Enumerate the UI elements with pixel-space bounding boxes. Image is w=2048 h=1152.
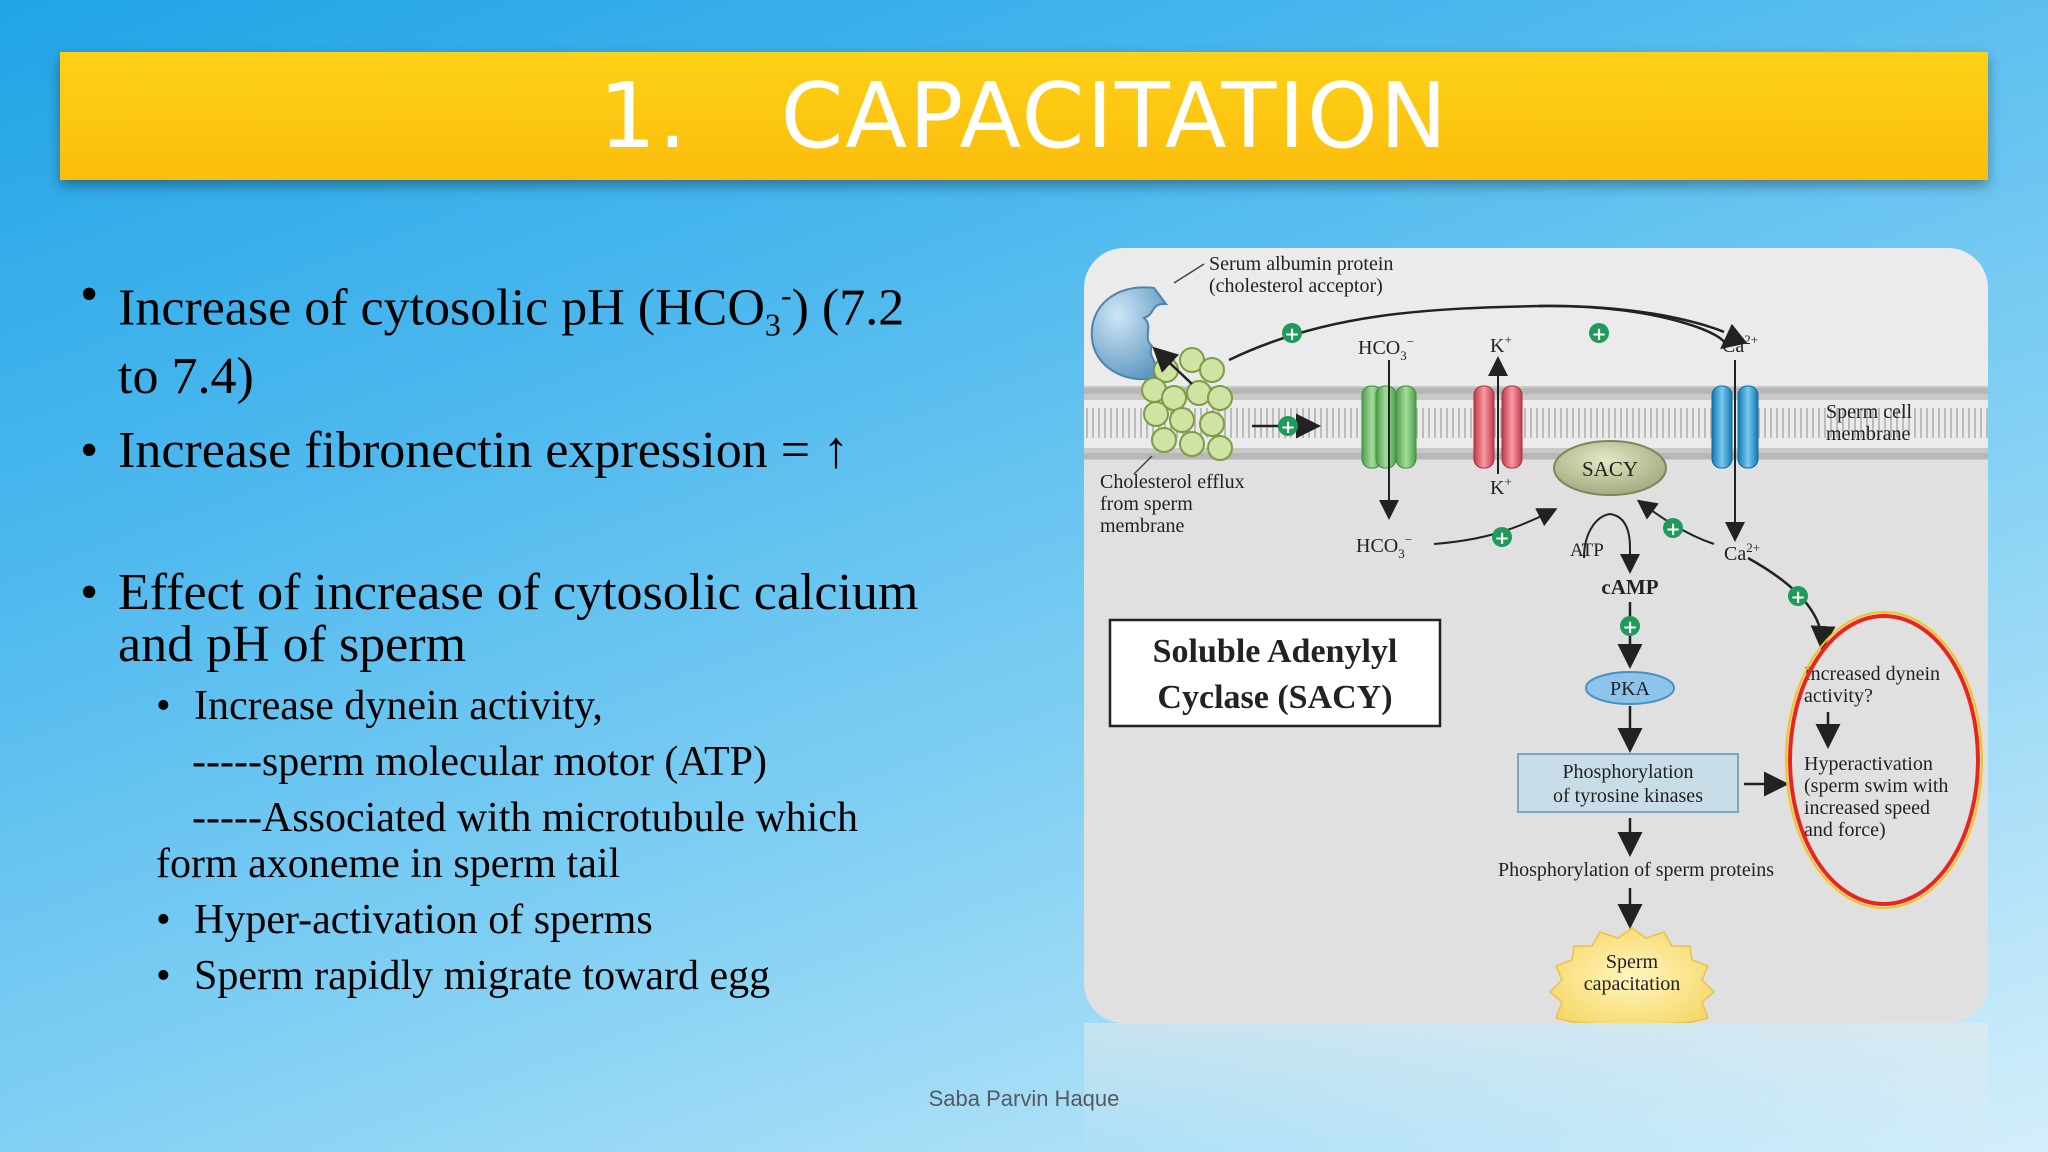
camp-label: cAMP bbox=[1601, 575, 1658, 599]
slide-title: 1. CAPACITATION bbox=[598, 63, 1450, 169]
phos-label-1: Phosphorylation bbox=[1562, 761, 1693, 783]
bullet-list: •Increase of cytosolic pH (HCO3-) (7.2 t… bbox=[80, 268, 1010, 1000]
subbullet-migrate: •Sperm rapidly migrate toward egg bbox=[156, 952, 771, 999]
hyper-label-2: (sperm swim with bbox=[1804, 775, 1948, 797]
svg-text:+: + bbox=[1284, 324, 1299, 345]
subline-axoneme: form axoneme in sperm tail bbox=[156, 840, 621, 887]
k-inner-label: K+ bbox=[1490, 474, 1512, 499]
efflux-label-3: membrane bbox=[1100, 515, 1185, 537]
serum-label-1: Serum albumin protein bbox=[1209, 253, 1393, 275]
highlight-ring bbox=[1788, 614, 1980, 906]
capacitation-diagram: Serum albumin protein (cholesterol accep… bbox=[1084, 248, 1988, 1023]
title-bar: 1. CAPACITATION bbox=[60, 52, 1988, 180]
author-footer: Saba Parvin Haque bbox=[928, 1086, 1120, 1111]
sacy-box-label-2: Cyclase (SACY) bbox=[1157, 679, 1392, 716]
plus-badge-top-left-icon: + bbox=[1282, 323, 1302, 345]
bullet-ph-cont: to 7.4) bbox=[118, 347, 254, 405]
bullet-calcium-cont: and pH of sperm bbox=[118, 615, 467, 673]
svg-text:+: + bbox=[1280, 417, 1295, 438]
capacitation-label-1: Sperm bbox=[1606, 951, 1659, 973]
ca-top-label: Ca2+ bbox=[1722, 332, 1758, 357]
efflux-label-2: from sperm bbox=[1100, 493, 1193, 515]
hyper-label-4: and force) bbox=[1804, 819, 1886, 841]
membrane-label-1: Sperm cell bbox=[1826, 401, 1913, 423]
pka-icon bbox=[1585, 671, 1675, 705]
subbullet-dynein: •Increase dynein activity, bbox=[156, 682, 603, 729]
svg-text:+: + bbox=[1622, 617, 1637, 638]
top-flow-arrow bbox=[1228, 304, 1725, 362]
ca-inner-label: Ca2+ bbox=[1724, 540, 1760, 565]
sacy-enzyme-icon bbox=[1553, 440, 1667, 496]
plus-badge-hco3-icon: + bbox=[1492, 527, 1512, 549]
phos-label-2: of tyrosine kinases bbox=[1553, 785, 1703, 807]
sacy-box-label-1: Soluble Adenylyl bbox=[1153, 633, 1398, 670]
subline-microtubule: -----Associated with microtubule which bbox=[192, 794, 858, 841]
k-top-label: K+ bbox=[1490, 332, 1512, 357]
hco3-inner-label: HCO3− bbox=[1356, 532, 1412, 561]
diagram-reflection bbox=[1084, 1023, 1988, 1152]
plus-badge-ca-sacy-icon: + bbox=[1663, 518, 1683, 540]
bullet-fibronectin: •Increase fibronectin expression = ↑ bbox=[80, 421, 850, 479]
capacitation-burst-icon bbox=[1548, 927, 1716, 1023]
dynein-label-1: Increased dynein bbox=[1804, 663, 1940, 685]
plus-badge-ca-dynein-icon: + bbox=[1788, 586, 1808, 608]
svg-text:+: + bbox=[1665, 519, 1680, 540]
subbullet-hyper: •Hyper-activation of sperms bbox=[156, 896, 653, 943]
hyper-label-1: Hyperactivation bbox=[1804, 753, 1933, 775]
plus-badge-efflux-icon: + bbox=[1278, 416, 1298, 438]
ca-channel-icon bbox=[1711, 385, 1759, 469]
svg-text:+: + bbox=[1790, 587, 1805, 608]
svg-text:+: + bbox=[1494, 528, 1509, 549]
sacy-label: SACY bbox=[1582, 457, 1638, 481]
svg-text:+: + bbox=[1591, 324, 1606, 345]
capacitation-label-2: capacitation bbox=[1584, 973, 1681, 995]
hco3-channel-icon bbox=[1361, 385, 1417, 469]
proteins-label: Phosphorylation of sperm proteins bbox=[1498, 859, 1774, 881]
atp-label: ATP bbox=[1570, 540, 1604, 561]
hyper-label-3: increased speed bbox=[1804, 797, 1930, 819]
serum-label-2: (cholesterol acceptor) bbox=[1209, 275, 1383, 297]
dynein-label-2: activity? bbox=[1804, 685, 1873, 707]
plus-badge-camp-icon: + bbox=[1620, 616, 1640, 638]
sacy-callout-box bbox=[1108, 618, 1442, 728]
k-channel-icon bbox=[1473, 385, 1523, 469]
hco3-top-label: HCO3− bbox=[1358, 334, 1414, 363]
phosphorylation-box bbox=[1517, 753, 1739, 813]
subline-motor: -----sperm molecular motor (ATP) bbox=[192, 738, 767, 785]
efflux-label-1: Cholesterol efflux bbox=[1100, 471, 1245, 493]
plus-badge-top-right-icon: + bbox=[1589, 323, 1609, 345]
bullet-calcium: •Effect of increase of cytosolic calcium bbox=[80, 563, 919, 621]
membrane-label-2: membrane bbox=[1826, 423, 1911, 445]
bullet-ph: •Increase of cytosolic pH (HCO3-) (7.2 bbox=[80, 266, 905, 343]
pka-label: PKA bbox=[1610, 678, 1651, 700]
